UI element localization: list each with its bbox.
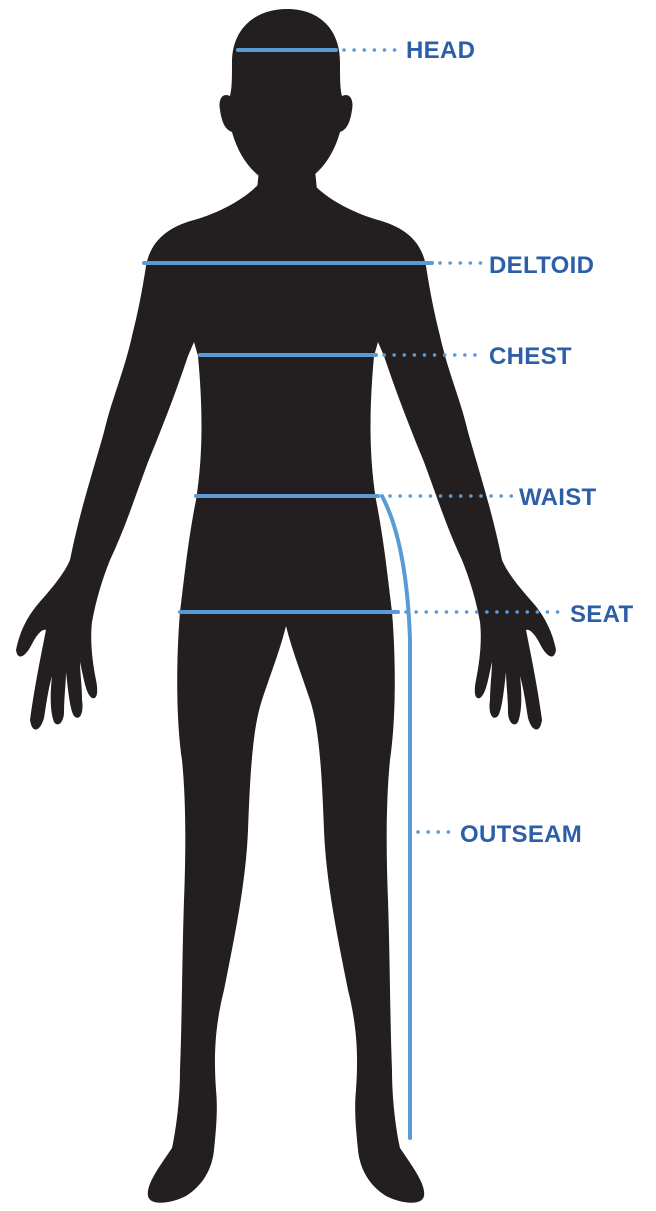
waist-label: WAIST: [519, 484, 597, 511]
head-label: HEAD: [406, 37, 475, 64]
human-silhouette: [16, 9, 556, 1203]
chest-label: CHEST: [489, 343, 572, 370]
deltoid-label: DELTOID: [489, 252, 594, 279]
seat-label: SEAT: [570, 601, 633, 628]
body-shape: [16, 180, 556, 1203]
outseam-label: OUTSEAM: [460, 821, 582, 848]
head-shape: [219, 9, 352, 178]
